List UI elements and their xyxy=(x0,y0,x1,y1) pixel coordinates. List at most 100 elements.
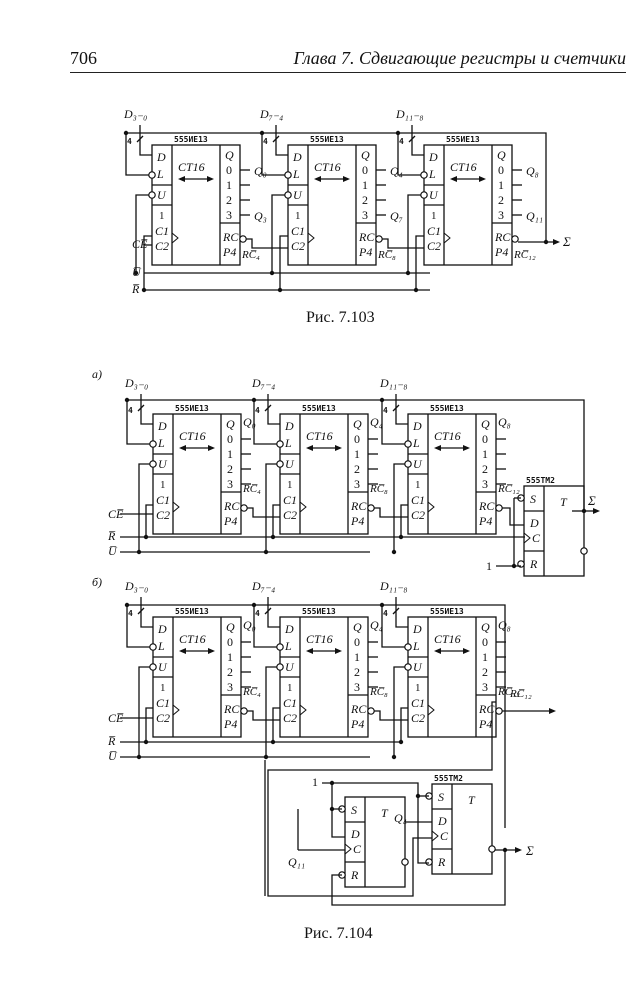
load-wire xyxy=(397,133,421,176)
pin-q: 3 xyxy=(482,680,488,694)
counter-type: CT16 xyxy=(178,160,205,174)
inversion-bubble xyxy=(239,235,247,243)
pin-q: Q xyxy=(226,417,235,431)
counter-type: CT16 xyxy=(306,429,333,443)
bus-slash xyxy=(408,135,416,143)
rc12-label: RC̅₁₂ xyxy=(509,688,532,700)
pin-c2: C2 xyxy=(427,239,441,253)
clock-triangle-icon xyxy=(299,703,307,717)
bus-slash xyxy=(392,607,400,615)
pin-c1: C1 xyxy=(411,696,425,710)
pin-q: 1 xyxy=(482,650,488,664)
pin-l: L xyxy=(292,167,300,181)
bus-width: 4 xyxy=(255,609,260,618)
pin-u: U xyxy=(293,188,303,202)
junction-dot xyxy=(379,397,385,403)
inversion-bubble xyxy=(404,460,412,468)
data-input-label: D₁₁₋₈ xyxy=(395,107,424,121)
bus-slash xyxy=(392,404,400,412)
junction-dot xyxy=(263,754,269,760)
carry-label: RC̅₁₂ xyxy=(497,686,520,698)
reset-feedback xyxy=(331,850,506,906)
pin-q: 2 xyxy=(482,665,488,679)
pin-q: 0 xyxy=(362,163,368,177)
arrow-left-icon xyxy=(179,445,186,451)
load-wire xyxy=(125,133,149,176)
carry-wire xyxy=(247,507,280,518)
page-header: 706 Глава 7. Сдвигающие регистры и счетч… xyxy=(70,48,626,73)
counter-type: CT16 xyxy=(314,160,341,174)
data-bus xyxy=(275,125,288,156)
inversion-bubble xyxy=(375,235,383,243)
junction-dot xyxy=(379,602,385,608)
load-wire xyxy=(126,605,150,648)
load-wire xyxy=(253,605,277,648)
inversion-bubble xyxy=(511,235,519,243)
arrow-icon xyxy=(463,648,470,654)
pin-c1: C1 xyxy=(156,696,170,710)
u-wire xyxy=(407,194,421,273)
carry-wire xyxy=(374,507,408,518)
junction-dot xyxy=(141,287,147,293)
chip-name: 555ИЕ13 xyxy=(446,135,480,144)
output-label: Q₀ xyxy=(243,415,256,429)
pin-u: U xyxy=(413,660,423,674)
r-wire xyxy=(272,707,280,742)
pin-s: S xyxy=(530,492,536,506)
r-wire xyxy=(145,504,153,537)
chip-name: 555ИЕ13 xyxy=(175,404,209,413)
inversion-bubble xyxy=(580,547,588,555)
output-label: Q₀ xyxy=(254,164,267,178)
pin-c1: C1 xyxy=(291,224,305,238)
figure-7-103: 555ИЕ13DLU1C1C2CT16Q0123RCP4Q₀Q₃RC̅₄D₃₋₀… xyxy=(123,107,571,296)
junction-dot xyxy=(124,397,130,403)
u-wire xyxy=(138,463,150,552)
counter-type: CT16 xyxy=(450,160,477,174)
pin-c2: C2 xyxy=(283,711,297,725)
pin-p4: P4 xyxy=(478,717,492,731)
chip-body xyxy=(344,796,406,888)
pin-q: 0 xyxy=(354,635,360,649)
junction-dot xyxy=(415,793,421,799)
junction-dot xyxy=(123,130,129,136)
sum-output-label: Σ xyxy=(525,843,534,858)
data-bus xyxy=(411,125,424,156)
pin-l: L xyxy=(284,436,292,450)
pin-s: S xyxy=(351,803,357,817)
pin-q: 3 xyxy=(227,477,233,491)
pin-1: 1 xyxy=(287,479,293,491)
pin-q: 0 xyxy=(482,635,488,649)
clock-triangle-icon xyxy=(427,500,435,514)
const-one-label: 1 xyxy=(312,775,318,789)
r-wire xyxy=(415,235,424,290)
pin-q: 1 xyxy=(354,447,360,461)
pin-q: 2 xyxy=(498,193,504,207)
junction-dot xyxy=(263,549,269,555)
pin-p4: P4 xyxy=(478,514,492,528)
arrow-left-icon xyxy=(314,176,321,182)
inversion-bubble xyxy=(401,858,409,866)
data-bus xyxy=(267,597,280,628)
pin-p4: P4 xyxy=(350,514,364,528)
r-input-label: R̅ xyxy=(107,734,116,748)
sum-output-label: Σ xyxy=(587,493,596,508)
chip-name: 555ИЕ13 xyxy=(302,607,336,616)
chip-name: 555ИЕ13 xyxy=(174,135,208,144)
pin-p4: P4 xyxy=(223,514,237,528)
carry-label: RC̅₁₂ xyxy=(497,483,520,495)
load-feedback xyxy=(126,132,547,242)
pin-d: D xyxy=(156,150,166,164)
pin-c1: C1 xyxy=(283,493,297,507)
pin-q: Q xyxy=(481,417,490,431)
inversion-bubble xyxy=(276,440,284,448)
junction-dot xyxy=(270,534,276,540)
pin-c2: C2 xyxy=(411,711,425,725)
pin-1: 1 xyxy=(415,682,421,694)
pin-d: D xyxy=(284,622,294,636)
junction-dot xyxy=(251,397,257,403)
pin-q: 2 xyxy=(227,462,233,476)
pin-c: C xyxy=(353,842,362,856)
pin-rc: RC xyxy=(223,499,240,513)
